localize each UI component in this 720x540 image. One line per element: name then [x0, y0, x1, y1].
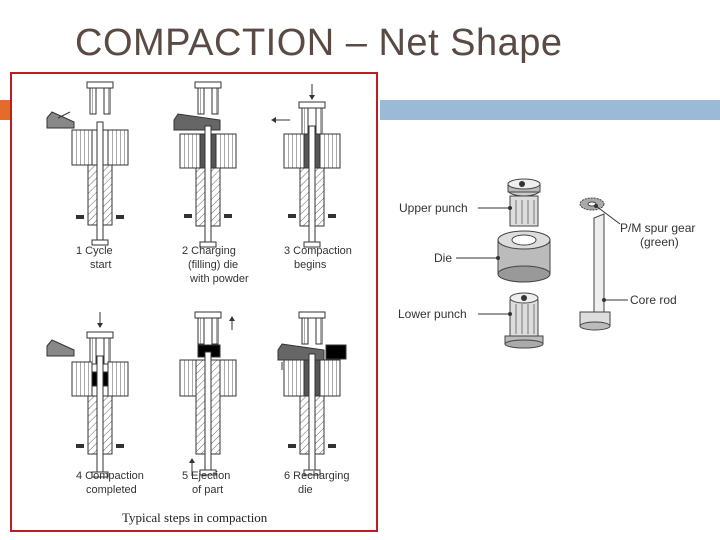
compaction-tooling-diagram: Upper punch Die Lower punch P/M spur gea…	[398, 178, 695, 349]
spur-gear-label-line1: P/M spur gear	[620, 221, 695, 235]
step-2-label-line1: 2 Charging	[182, 245, 236, 257]
step-5-label-line1: 5 Ejection	[182, 470, 230, 482]
leader-lines	[456, 204, 628, 316]
core-rod-label: Core rod	[630, 293, 677, 307]
step-2-label-line3: with powder	[189, 273, 249, 285]
step-3-label-line1: 3 Compaction	[284, 245, 352, 257]
title-accent-bar-orange	[0, 100, 12, 120]
step-4-label-line1: 4 Compaction	[76, 470, 144, 482]
step-3-compaction-begins	[271, 84, 341, 248]
slide-title: COMPACTION – Net Shape	[75, 22, 563, 64]
step-2-label-line2: (filling) die	[188, 259, 238, 271]
lower-punch-drawing	[504, 292, 544, 349]
compaction-steps-figure: 1 Cycle start 2 Charging (filling) die w…	[10, 72, 378, 532]
upper-punch-drawing	[507, 178, 541, 227]
step-5-ejection	[179, 311, 237, 476]
step-4-compaction-completed	[46, 312, 129, 478]
step-3-label-line2: begins	[294, 259, 327, 271]
die-drawing	[497, 230, 551, 283]
spur-gear-label-line2: (green)	[640, 235, 679, 249]
die-label: Die	[434, 251, 452, 265]
figure-caption: Typical steps in compaction	[122, 510, 268, 525]
core-rod-drawing	[579, 213, 611, 331]
step-4-label-line2: completed	[86, 484, 137, 496]
step-2-charging	[173, 81, 237, 248]
step-5-label-line2: of part	[192, 484, 223, 496]
step-6-label-line1: 6 Recharging	[284, 470, 349, 482]
spur-gear-drawing	[579, 197, 605, 211]
compaction-steps-diagram: 1 Cycle start 2 Charging (filling) die w…	[46, 81, 352, 525]
upper-punch-label: Upper punch	[399, 201, 468, 215]
lower-punch-label: Lower punch	[398, 307, 467, 321]
step-1-cycle-start	[46, 81, 129, 246]
step-1-label-line1: 1 Cycle	[76, 245, 113, 257]
step-6-recharging	[277, 311, 347, 476]
title-accent-bar-blue	[380, 100, 720, 120]
step-6-label-line2: die	[298, 484, 313, 496]
step-1-label-line2: start	[90, 259, 111, 271]
